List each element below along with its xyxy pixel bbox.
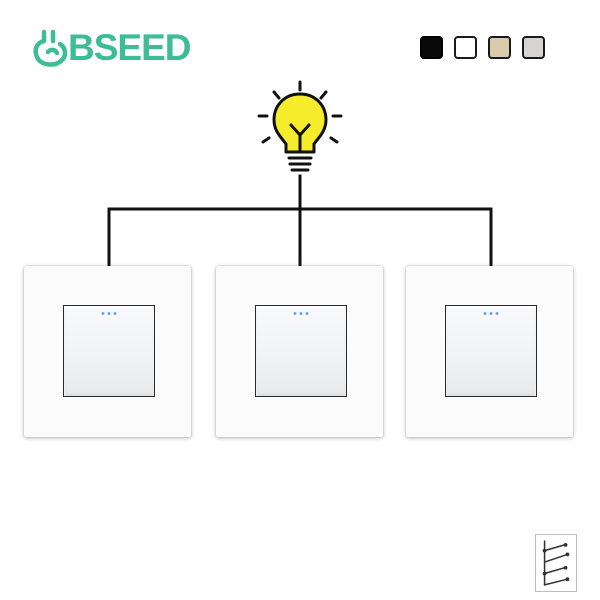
swatch-gold[interactable] — [488, 36, 511, 59]
indicator-leds — [293, 312, 309, 315]
bulb-glass — [272, 92, 328, 154]
led-dot — [489, 312, 493, 315]
brand-logo: BSEED — [30, 26, 191, 70]
wall-switch-3 — [406, 266, 573, 437]
led-dot — [483, 312, 487, 315]
light-bulb-icon — [257, 80, 343, 172]
led-dot — [495, 312, 499, 315]
swatch-black[interactable] — [420, 36, 443, 59]
swatch-white[interactable] — [454, 36, 477, 59]
led-dot — [305, 312, 309, 315]
wall-switch-1 — [24, 266, 191, 437]
brand-logo-icon — [33, 29, 68, 67]
led-dot — [107, 312, 111, 315]
led-dot — [299, 312, 303, 315]
led-dot — [101, 312, 105, 315]
three-way-wiring-icon — [535, 534, 577, 592]
wall-switch-2 — [216, 266, 383, 437]
switch-rocker-2[interactable] — [255, 305, 347, 397]
brand-name: BSEED — [68, 27, 191, 68]
color-swatches — [420, 36, 545, 59]
led-dot — [113, 312, 117, 315]
led-dot — [293, 312, 297, 315]
switch-rocker-1[interactable] — [63, 305, 155, 397]
indicator-leds — [483, 312, 499, 315]
switch-rocker-3[interactable] — [445, 305, 537, 397]
indicator-leds — [101, 312, 117, 315]
swatch-grey[interactable] — [522, 36, 545, 59]
